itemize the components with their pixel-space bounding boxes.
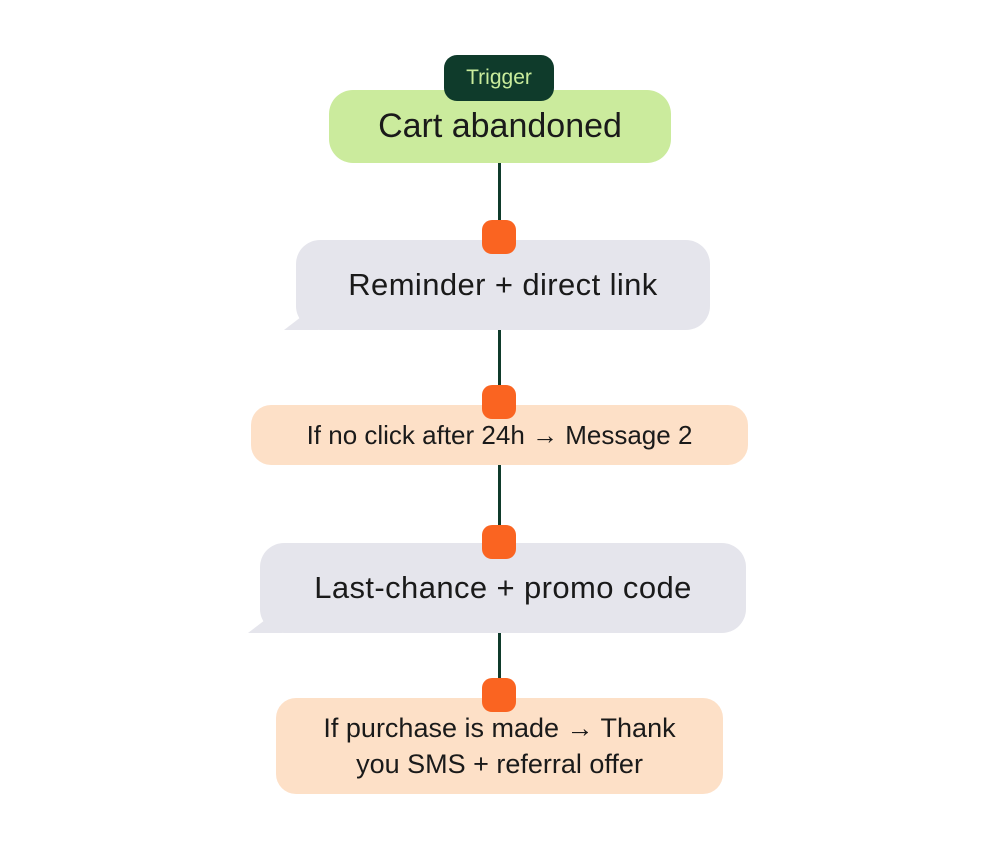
- node-dot: [482, 220, 516, 254]
- trigger-node: Cart abandoned: [329, 90, 671, 163]
- condition-label: If purchase is made → Thank you SMS + re…: [323, 713, 676, 779]
- speech-bubble-tail: [248, 607, 282, 633]
- message-node-last-chance: Last-chance + promo code: [248, 543, 746, 633]
- trigger-tag: Trigger: [444, 55, 554, 101]
- condition-label: If no click after 24h → Message 2: [306, 419, 693, 450]
- trigger-label: Cart abandoned: [378, 107, 622, 145]
- message-node-reminder: Reminder + direct link: [284, 240, 710, 330]
- speech-bubble-tail: [284, 304, 318, 330]
- message-label: Reminder + direct link: [348, 267, 658, 302]
- connector-line: [498, 632, 501, 692]
- node-dot: [482, 385, 516, 419]
- condition-node-purchase: If purchase is made → Thank you SMS + re…: [276, 698, 723, 794]
- message-label: Last-chance + promo code: [314, 570, 692, 605]
- node-dot: [482, 678, 516, 712]
- connector-line: [498, 160, 501, 238]
- connector-line: [498, 463, 501, 541]
- node-dot: [482, 525, 516, 559]
- trigger-tag-label: Trigger: [466, 66, 532, 89]
- connector-line: [498, 330, 501, 402]
